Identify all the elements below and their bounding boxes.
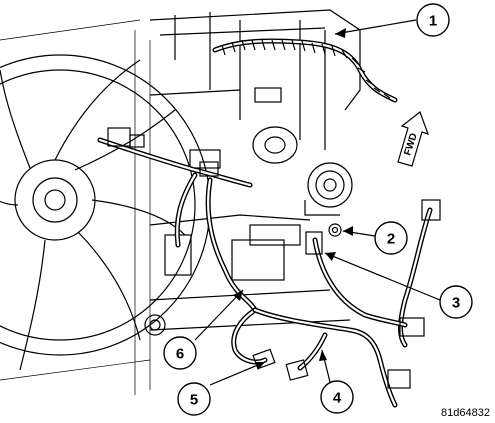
sensor-port — [252, 126, 298, 164]
lower-wiring-harness — [231, 307, 411, 408]
callout-5: 5 — [177, 382, 211, 416]
callout-1-number: 1 — [429, 13, 437, 30]
forward-direction-arrow: FWD — [397, 111, 429, 167]
callout-4: 4 — [320, 380, 354, 414]
callout-4-number: 4 — [333, 390, 342, 407]
callout-6-number: 6 — [176, 346, 184, 363]
callout-2-number: 2 — [387, 231, 395, 248]
main-wiring-harness — [97, 127, 258, 313]
ring-fitting — [144, 314, 166, 336]
callout-5-number: 5 — [190, 392, 198, 409]
callout-6: 6 — [163, 336, 197, 370]
reservoir-cap — [304, 162, 353, 216]
callout-leaders — [194, 19, 441, 386]
callout-3-number: 3 — [452, 295, 460, 312]
callout-3: 3 — [439, 285, 473, 319]
figure-id: 81d64832 — [441, 407, 490, 419]
callout-1: 1 — [416, 3, 450, 37]
upper-wiring-conduit — [212, 38, 398, 103]
callout-2: 2 — [374, 221, 408, 255]
fwd-label: FWD — [402, 132, 420, 157]
right-wiring-harness — [305, 199, 441, 348]
radiator-fan — [0, 19, 211, 395]
